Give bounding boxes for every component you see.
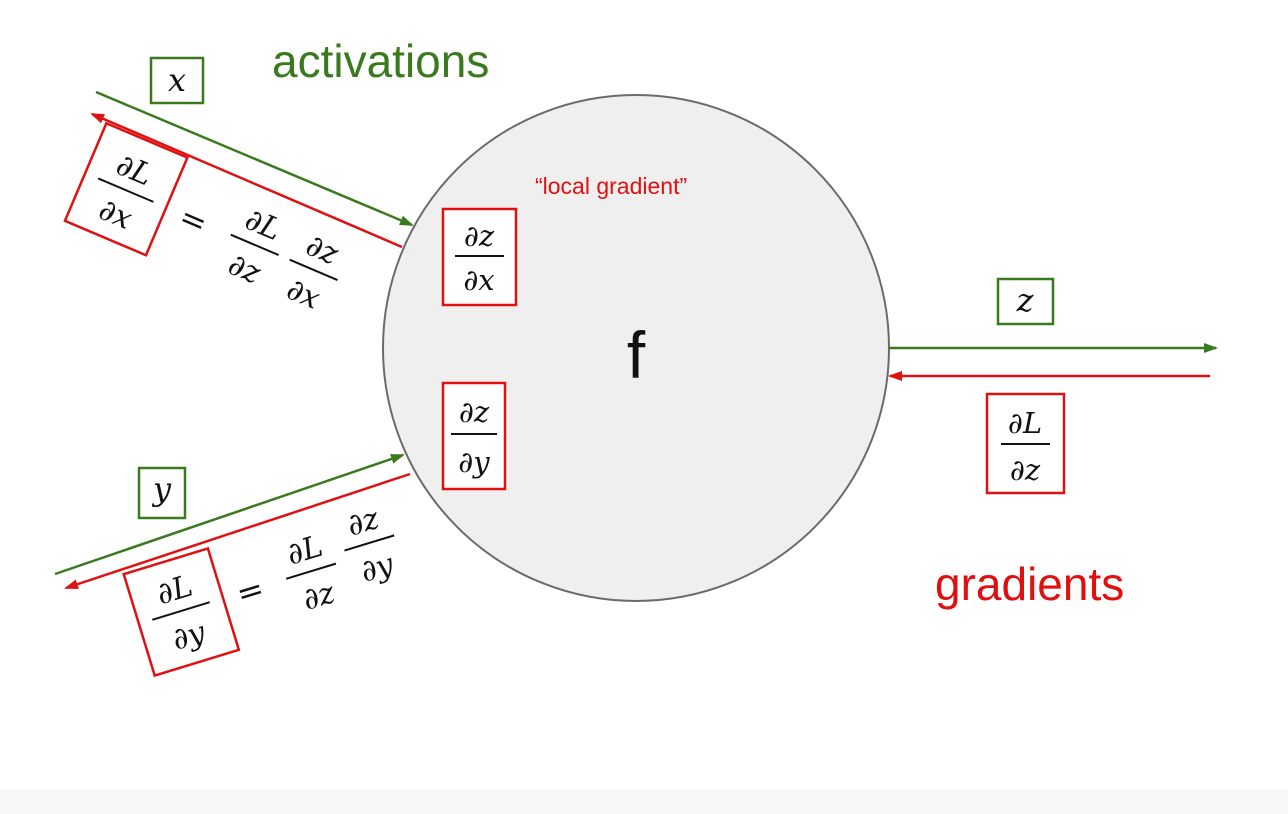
upstream-gradient-dL-dz: ∂L ∂z bbox=[985, 392, 1066, 495]
local-gradient-dz-dy: ∂z ∂y bbox=[441, 381, 507, 491]
svg-text:∂x: ∂x bbox=[463, 263, 494, 297]
x-gradient-arrow bbox=[90, 112, 403, 249]
y-term1-num: ∂L bbox=[283, 529, 327, 573]
svg-text:∂L: ∂L bbox=[1008, 406, 1042, 440]
x-term2-num: ∂z bbox=[301, 228, 344, 273]
svg-text:x: x bbox=[168, 61, 186, 99]
x-term1-bar bbox=[230, 233, 279, 256]
svg-text:y: y bbox=[151, 470, 172, 508]
z-variable: z bbox=[996, 277, 1055, 326]
y-term2-bar bbox=[344, 534, 395, 552]
local-gradient-dz-dx: ∂z ∂x bbox=[441, 207, 518, 307]
downstream-gradient-dL-dy: ∂L ∂y bbox=[122, 546, 241, 678]
x-equals-sign: = bbox=[174, 197, 214, 242]
y-equals-sign: = bbox=[232, 569, 269, 613]
x-variable: x bbox=[149, 56, 205, 105]
y-term1-bar bbox=[285, 562, 337, 580]
y-gradient-arrow bbox=[64, 472, 411, 590]
svg-text:∂y: ∂y bbox=[458, 445, 490, 479]
x-activation-arrow bbox=[95, 90, 414, 227]
bottom-band bbox=[0, 790, 1288, 814]
svg-text:∂z: ∂z bbox=[459, 395, 490, 429]
x-term2-den: ∂x bbox=[281, 272, 325, 317]
y-activation-arrow bbox=[54, 453, 405, 576]
svg-text:∂z: ∂z bbox=[1010, 453, 1041, 487]
node-label: f bbox=[627, 318, 646, 392]
svg-text:z: z bbox=[1016, 281, 1035, 319]
local-gradient-label: “local gradient” bbox=[535, 173, 687, 199]
x-term2-bar bbox=[289, 258, 338, 281]
gradients-label: gradients bbox=[935, 558, 1124, 610]
y-term1-den: ∂z bbox=[299, 575, 339, 618]
y-term2-num: ∂z bbox=[343, 501, 383, 544]
activations-label: activations bbox=[272, 35, 489, 87]
x-term1-den: ∂z bbox=[223, 247, 266, 292]
y-term2-den: ∂y bbox=[356, 547, 398, 590]
svg-text:∂z: ∂z bbox=[464, 219, 495, 253]
downstream-gradient-dL-dx: ∂L ∂x bbox=[63, 121, 190, 257]
y-variable: y bbox=[137, 466, 187, 520]
x-chain-rule-equation: ∂L ∂x = ∂L ∂z ∂z ∂x bbox=[63, 121, 344, 317]
